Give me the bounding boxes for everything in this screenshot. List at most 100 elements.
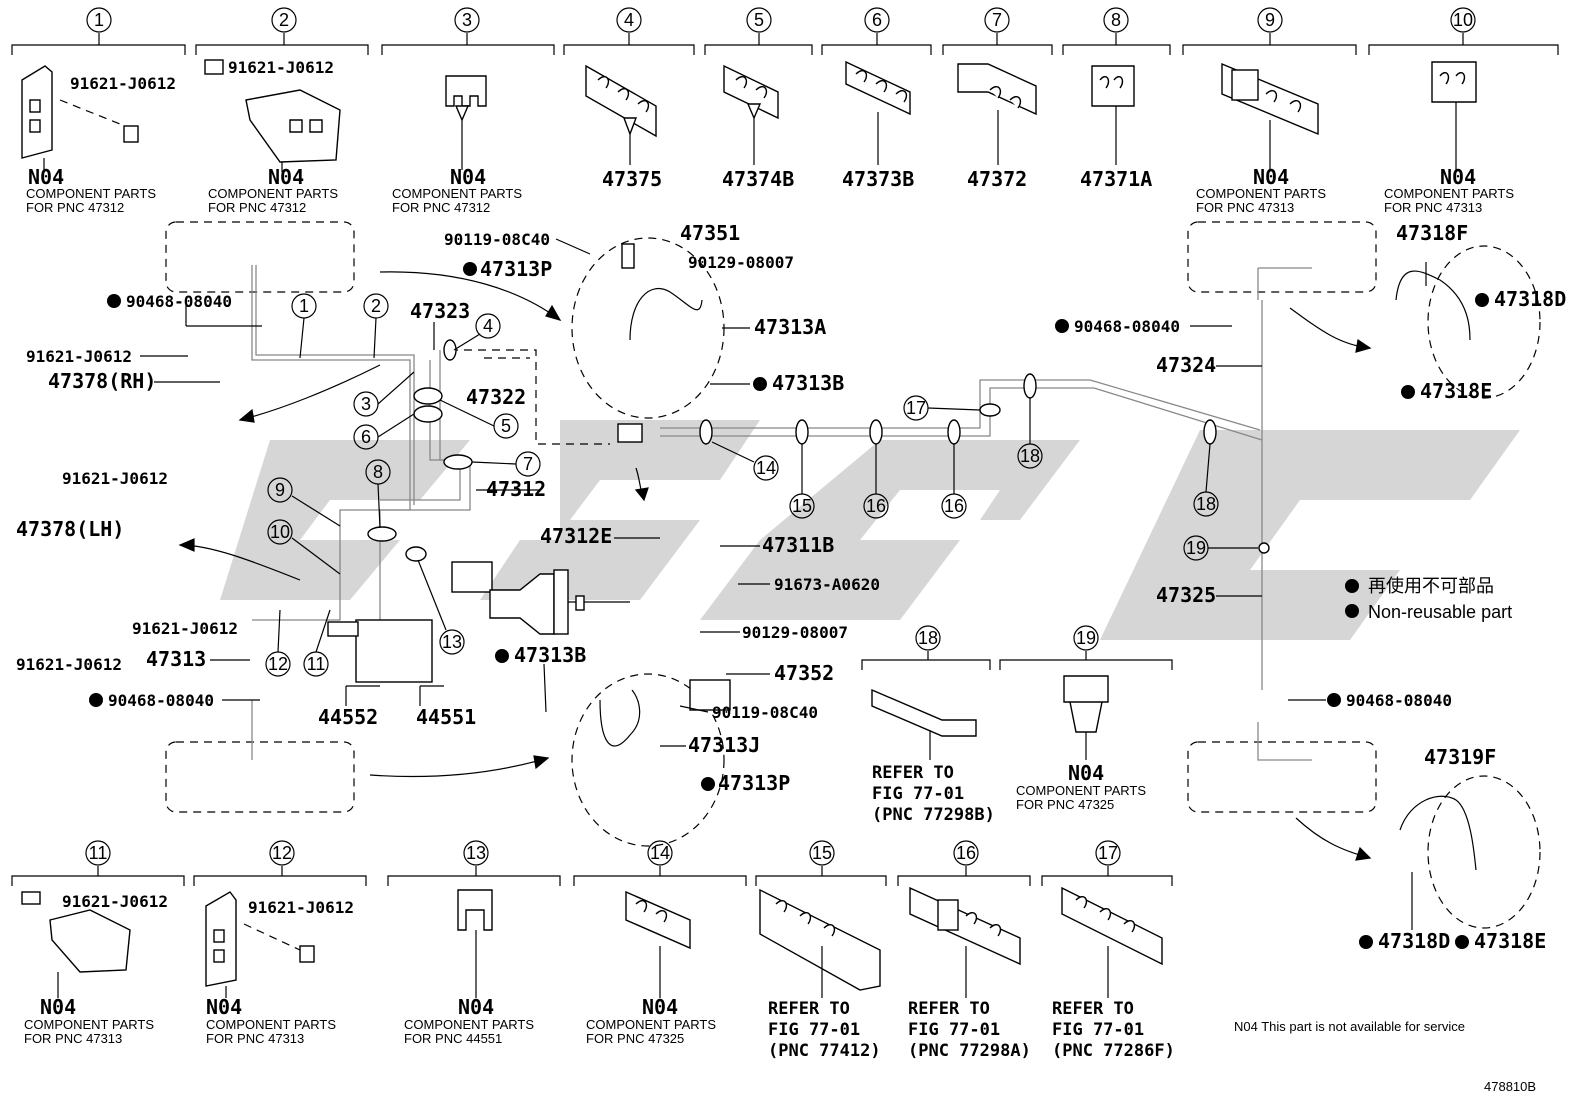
svg-text:44552: 44552 xyxy=(318,705,378,729)
component-text: FOR PNC 47325 xyxy=(586,1031,684,1046)
svg-text:47378(LH): 47378(LH) xyxy=(16,517,124,541)
service-note: N04 This part is not available for servi… xyxy=(1234,1019,1465,1034)
clamp-part-7 xyxy=(957,63,1037,165)
n04-label: N04 xyxy=(1253,165,1289,189)
callout-18: 18 xyxy=(918,628,938,648)
svg-text:90468-08040: 90468-08040 xyxy=(108,691,214,710)
non-reusable-markers xyxy=(89,262,1489,949)
svg-text:10: 10 xyxy=(1453,10,1473,30)
svg-text:15: 15 xyxy=(812,843,832,863)
svg-text:2: 2 xyxy=(279,10,289,30)
svg-text:5: 5 xyxy=(501,416,511,436)
clamp-part-10 xyxy=(1431,61,1477,170)
flow-arrows xyxy=(178,271,1372,861)
svg-text:91621-J0612: 91621-J0612 xyxy=(62,469,168,488)
header-part-drawings xyxy=(21,59,1477,172)
svg-text:11: 11 xyxy=(307,654,326,674)
refer-text: REFER TO xyxy=(872,763,954,783)
refer-text: FIG 77-01 xyxy=(768,1020,860,1040)
svg-text:11: 11 xyxy=(89,843,108,863)
brake-hoses xyxy=(599,243,1477,871)
svg-text:47313B: 47313B xyxy=(514,643,586,667)
component-text: FOR PNC 47312 xyxy=(392,200,490,215)
svg-text:91621-J0612: 91621-J0612 xyxy=(62,892,168,911)
callout-7: 7 xyxy=(984,7,1010,45)
refer-text: REFER TO xyxy=(908,999,990,1019)
svg-text:8: 8 xyxy=(1111,10,1121,30)
svg-text:47313A: 47313A xyxy=(754,315,826,339)
brake-pipes xyxy=(251,265,1312,761)
legend-en: Non-reusable part xyxy=(1368,602,1512,622)
bracket-part-2 xyxy=(204,59,341,172)
refer-text: (PNC 77298A) xyxy=(908,1041,1031,1061)
footer-texts: 91621-J0612 N04 COMPONENT PARTS FOR PNC … xyxy=(24,892,1536,1094)
header-brackets xyxy=(11,44,1559,55)
svg-text:90468-08040: 90468-08040 xyxy=(1346,691,1452,710)
callout-9: 9 xyxy=(1257,7,1283,45)
svg-text:47378(RH): 47378(RH) xyxy=(48,369,156,393)
mid-bracket-groups xyxy=(861,625,1173,670)
svg-text:47325: 47325 xyxy=(1156,583,1216,607)
callout-3: 3 xyxy=(454,7,480,45)
svg-text:47319F: 47319F xyxy=(1424,745,1496,769)
svg-text:47352: 47352 xyxy=(774,661,834,685)
refer-text: (PNC 77298B) xyxy=(872,805,995,825)
svg-text:47351: 47351 xyxy=(680,221,740,245)
svg-text:13: 13 xyxy=(466,843,486,863)
legend: 再使用不可部品 Non-reusable part xyxy=(1368,576,1512,622)
header-callouts: 1 2 3 4 5 6 7 8 9 10 xyxy=(86,7,1476,45)
svg-text:16: 16 xyxy=(944,496,964,516)
abs-actuator xyxy=(327,561,630,683)
svg-text:4: 4 xyxy=(624,10,634,30)
watermark-logo xyxy=(220,420,1520,640)
footer-callout-numbers: 11 12 13 14 15 16 17 xyxy=(89,843,1118,863)
component-text: COMPONENT PARTS xyxy=(26,186,156,201)
component-text: FOR PNC 47313 xyxy=(24,1031,122,1046)
svg-text:47323: 47323 xyxy=(410,299,470,323)
svg-text:1: 1 xyxy=(299,296,309,316)
svg-text:1: 1 xyxy=(94,10,104,30)
n04-label: N04 xyxy=(642,995,678,1019)
clamp-part-9 xyxy=(1221,62,1319,170)
svg-text:47311B: 47311B xyxy=(762,533,834,557)
callout-2: 2 xyxy=(271,7,297,45)
svg-text:90119-08C40: 90119-08C40 xyxy=(444,230,550,249)
svg-text:47313P: 47313P xyxy=(480,257,552,281)
svg-text:19: 19 xyxy=(1186,538,1206,558)
component-text: COMPONENT PARTS xyxy=(392,186,522,201)
clamp-part-6 xyxy=(845,60,911,165)
refer-text: (PNC 77412) xyxy=(768,1041,881,1061)
n04-label: N04 xyxy=(458,995,494,1019)
callout-10: 10 xyxy=(1450,7,1476,45)
part-number-label: 47373B xyxy=(842,167,914,191)
component-text: COMPONENT PARTS xyxy=(24,1017,154,1032)
component-text: COMPONENT PARTS xyxy=(208,186,338,201)
svg-text:18: 18 xyxy=(1020,446,1040,466)
svg-text:90129-08007: 90129-08007 xyxy=(688,253,794,272)
refer-text: REFER TO xyxy=(1052,999,1134,1019)
svg-text:44551: 44551 xyxy=(416,705,476,729)
header-texts: 91621-J0612 N04 COMPONENT PARTS FOR PNC … xyxy=(26,58,1514,215)
clip-part-19 xyxy=(1063,675,1109,733)
svg-text:47318F: 47318F xyxy=(1396,221,1468,245)
part-number-label: 47375 xyxy=(602,167,662,191)
component-text: FOR PNC 44551 xyxy=(404,1031,502,1046)
svg-text:90129-08007: 90129-08007 xyxy=(742,623,848,642)
svg-text:14: 14 xyxy=(650,843,670,863)
svg-text:90468-08040: 90468-08040 xyxy=(126,292,232,311)
svg-text:4: 4 xyxy=(483,316,493,336)
part-number-label: 91621-J0612 xyxy=(70,74,176,93)
label-leaders xyxy=(140,238,1427,930)
component-text: COMPONENT PARTS xyxy=(1016,783,1146,798)
svg-text:16: 16 xyxy=(956,843,976,863)
svg-text:47318D: 47318D xyxy=(1494,287,1566,311)
svg-text:47313P: 47313P xyxy=(718,771,790,795)
diagram-callout-numbers: 1 2 3 6 4 5 7 8 9 10 12 11 13 14 15 16 1… xyxy=(268,296,1216,674)
refer-text: FIG 77-01 xyxy=(872,784,964,804)
callout-1: 1 xyxy=(86,7,112,45)
svg-text:17: 17 xyxy=(1098,843,1118,863)
n04-label: N04 xyxy=(206,995,242,1019)
svg-text:91621-J0612: 91621-J0612 xyxy=(248,898,354,917)
svg-text:7: 7 xyxy=(992,10,1002,30)
